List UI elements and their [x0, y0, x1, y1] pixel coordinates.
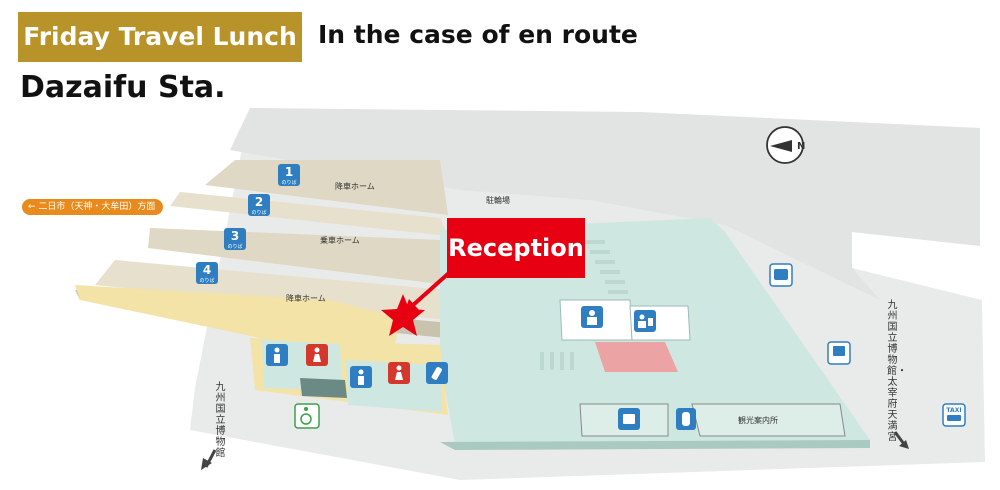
- label-tourist-info: 観光案内所: [738, 415, 778, 425]
- platform-slab-4: [95, 260, 448, 320]
- platform-slab-3: [148, 228, 448, 285]
- baby-bottle-icon: [426, 362, 448, 384]
- svg-text:N: N: [797, 141, 805, 152]
- yellow-platform-walkway: [75, 285, 400, 345]
- wheelchair-icon: [294, 403, 320, 429]
- platform-badge-2: 2 のりば: [248, 194, 270, 216]
- bus-stop-icon: [827, 341, 851, 365]
- vertical-label-museum: 九州国立博物館: [215, 382, 226, 459]
- female-toilet-icon-left: [306, 344, 328, 366]
- svg-text:3: 3: [231, 229, 239, 243]
- taxi-icon: TAXI: [942, 403, 966, 427]
- label-boarding: 乗車ホーム: [320, 235, 360, 245]
- reception-callout: Reception: [447, 218, 585, 278]
- svg-text:4: 4: [203, 263, 211, 277]
- svg-text:1: 1: [285, 165, 293, 179]
- platform-slab-2: [170, 192, 448, 236]
- facility-dark-steps: [300, 378, 347, 398]
- reception-star-icon: [381, 294, 425, 336]
- arrow-down-right-icon: [893, 431, 909, 449]
- arrow-down-left-icon: [201, 449, 217, 470]
- svg-text:TAXI: TAXI: [946, 407, 961, 414]
- svg-text:のりば: のりば: [227, 243, 242, 250]
- station-title: Dazaifu Sta.: [20, 70, 226, 105]
- phone-icon: [676, 408, 696, 430]
- label-alighting-upper: 降車ホーム: [335, 181, 375, 191]
- person-service-icon: [581, 306, 603, 328]
- female-toilet-icon-right: [388, 362, 410, 384]
- male-toilet-icon-left: [266, 344, 288, 366]
- bus-icon: [769, 263, 793, 287]
- direction-pill: ← 二日市（天神・大牟田）方面: [22, 199, 164, 215]
- pink-area: [595, 342, 678, 372]
- platform-badge-3: 3 のりば: [224, 228, 246, 250]
- gate-stripes: [540, 240, 628, 370]
- platform-badge-1: 1 のりば: [278, 164, 300, 186]
- platform-badge-4: 4 のりば: [196, 262, 218, 284]
- label-alighting-lower: 降車ホーム: [286, 293, 326, 303]
- svg-text:のりば: のりば: [281, 179, 296, 186]
- label-bike-parking: 駐輪場: [486, 195, 510, 205]
- page-tag: Friday Travel Lunch: [18, 12, 302, 62]
- male-toilet-icon-right: [350, 366, 372, 388]
- compass-icon: N: [766, 126, 805, 164]
- vertical-label-destinations: 九州国立博物館・太宰府天満宮: [887, 300, 907, 443]
- page-subtitle: In the case of en route: [318, 20, 638, 49]
- svg-text:のりば: のりば: [251, 209, 266, 216]
- staff-desk-icon: [634, 310, 656, 332]
- green-concourse-front: [440, 440, 870, 450]
- svg-text:のりば: のりば: [199, 277, 214, 284]
- platform-slab-1: [205, 160, 448, 215]
- locker-icon: [618, 408, 640, 430]
- tourist-info-block: [691, 403, 846, 437]
- svg-text:2: 2: [255, 195, 263, 209]
